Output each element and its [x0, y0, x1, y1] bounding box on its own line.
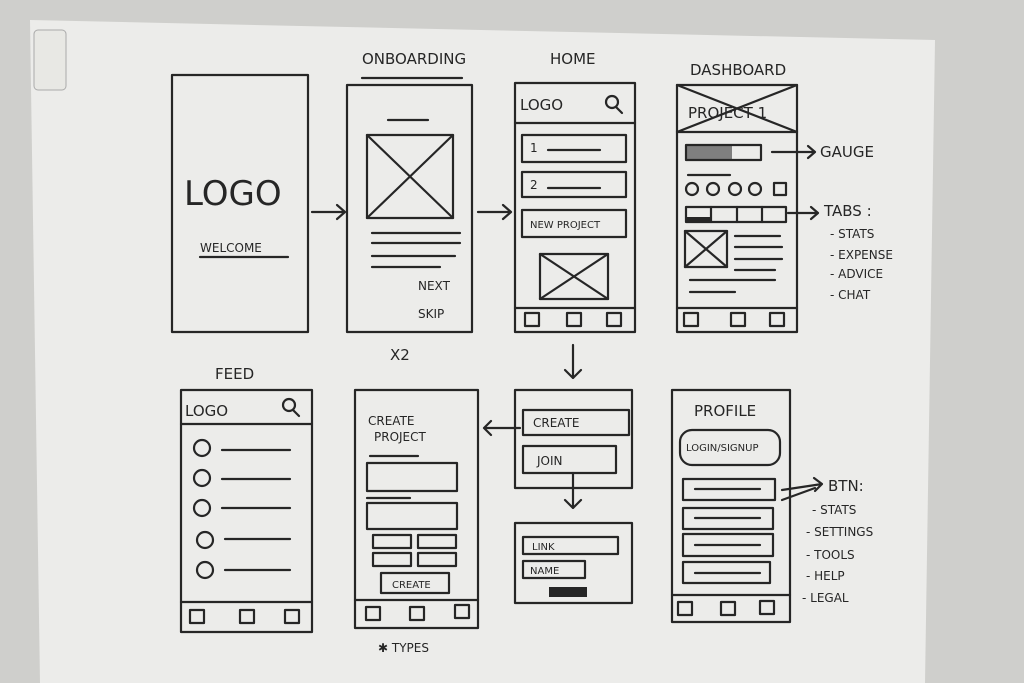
- create-join-screen: CREATE JOIN: [513, 388, 634, 490]
- profile-title: PROFILE: [694, 402, 756, 420]
- search-icon: [281, 397, 297, 413]
- link-field: LINK: [532, 542, 555, 553]
- btn-legal-note: - LEGAL: [802, 591, 849, 605]
- tab-chat-note: - CHAT: [830, 288, 871, 302]
- feed-list: [192, 438, 292, 580]
- arrow-icon: [310, 203, 347, 221]
- btn-settings-note: - SETTINGS: [806, 525, 873, 539]
- tab-stats-note: - STATS: [830, 227, 874, 241]
- feed-logo: LOGO: [185, 402, 228, 420]
- name-field: NAME: [530, 566, 559, 577]
- dashboard-screen: DASHBOARD PROJECT 1 GAUGE TABS : - STATS…: [675, 61, 893, 334]
- avatar-row-icons: [684, 181, 788, 197]
- home-screen: HOME LOGO 1 2 NEW PROJECT: [513, 50, 637, 334]
- btn-label: BTN:: [828, 477, 864, 495]
- feed-screen: FEED LOGO: [179, 365, 314, 634]
- home-item-2: 2: [530, 178, 538, 192]
- board-clip: [33, 29, 67, 91]
- onboarding-screen: ONBOARDING NEXT SKIP X2: [345, 50, 474, 364]
- onboarding-title: ONBOARDING: [362, 50, 466, 68]
- search-icon: [604, 94, 620, 110]
- btn-stats-note: - STATS: [812, 503, 856, 517]
- tab-advice-note: - ADVICE: [830, 267, 883, 281]
- submit-button-sketch: [549, 587, 587, 597]
- btn-help-note: - HELP: [806, 569, 845, 583]
- home-logo: LOGO: [520, 96, 563, 114]
- arrow-icon: [476, 203, 513, 221]
- create-option: CREATE: [533, 416, 580, 430]
- tabs-label: TABS :: [823, 202, 872, 220]
- image-placeholder-icon: [365, 133, 455, 220]
- profile-screen: PROFILE LOGIN/SIGNUP BTN: - STATS - SETT…: [670, 388, 873, 624]
- image-placeholder-icon: [683, 229, 729, 269]
- repeat-label: X2: [390, 346, 410, 364]
- splash-screen: LOGO WELCOME: [170, 73, 310, 334]
- create-project-title-2: PROJECT: [374, 430, 427, 444]
- arrow-icon: [563, 343, 583, 380]
- btn-tools-note: - TOOLS: [806, 548, 855, 562]
- next-label: NEXT: [418, 279, 451, 293]
- join-form-screen: LINK NAME: [513, 521, 634, 605]
- types-note: ✱ TYPES: [378, 641, 429, 655]
- whiteboard: [30, 20, 935, 683]
- arrow-icon: [563, 471, 583, 510]
- new-project-button: NEW PROJECT: [530, 220, 601, 231]
- gauge-label: GAUGE: [820, 143, 874, 161]
- splash-logo: LOGO: [184, 174, 282, 214]
- create-button: CREATE: [392, 580, 431, 591]
- login-signup-button: LOGIN/SIGNUP: [686, 443, 759, 454]
- dashboard-header: PROJECT 1: [688, 104, 767, 122]
- tab-expense-note: - EXPENSE: [830, 248, 893, 262]
- skip-label: SKIP: [418, 307, 444, 321]
- home-item-1: 1: [530, 141, 538, 155]
- dashboard-title: DASHBOARD: [690, 61, 786, 79]
- create-project-title: CREATE: [368, 414, 415, 428]
- home-title: HOME: [550, 50, 596, 68]
- image-placeholder-icon: [538, 252, 610, 301]
- create-project-screen: CREATE PROJECT CREATE ✱ TYPES: [353, 388, 480, 655]
- splash-welcome: WELCOME: [200, 241, 262, 255]
- join-option: JOIN: [536, 454, 563, 468]
- feed-title: FEED: [215, 365, 254, 383]
